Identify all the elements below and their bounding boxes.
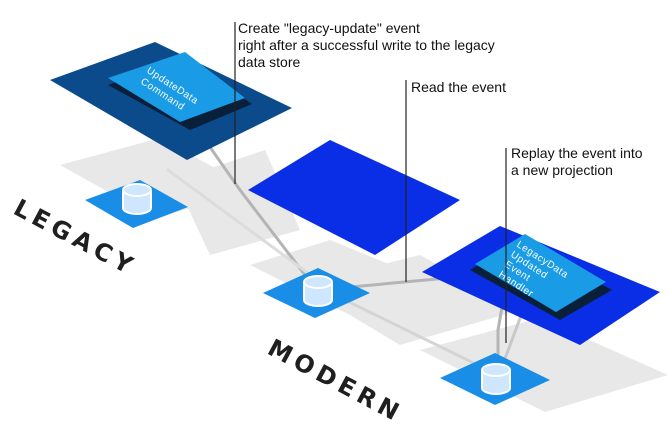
modern-center-platform-shadow <box>300 255 520 345</box>
database-cylinder-icon <box>122 183 152 215</box>
annotation-replay-event: Replay the event into a new projection <box>511 145 643 178</box>
update-data-command-card <box>108 52 245 122</box>
connector-legacy-to-modern-faint <box>166 168 322 284</box>
annotation-create-event: Create "legacy-update" event right after… <box>238 20 495 70</box>
legacy-database <box>85 180 188 228</box>
legacy-command-plate: UpdateData Command <box>50 42 292 160</box>
database-cylinder-icon <box>303 275 333 307</box>
zone-label-modern: MODERN <box>263 334 408 429</box>
event-store-plate <box>248 140 460 255</box>
modern-lower-platform-shadow <box>420 318 668 412</box>
connector-modern-db-to-projection <box>343 298 494 374</box>
connector-command-to-modern-db <box>203 138 317 290</box>
projection-database <box>440 353 550 405</box>
handler-card <box>475 234 606 312</box>
modern-database <box>263 268 370 318</box>
annotation-read-event: Read the event <box>411 79 506 95</box>
annotation-leaders <box>234 22 507 343</box>
database-cylinder-icon <box>481 363 511 395</box>
